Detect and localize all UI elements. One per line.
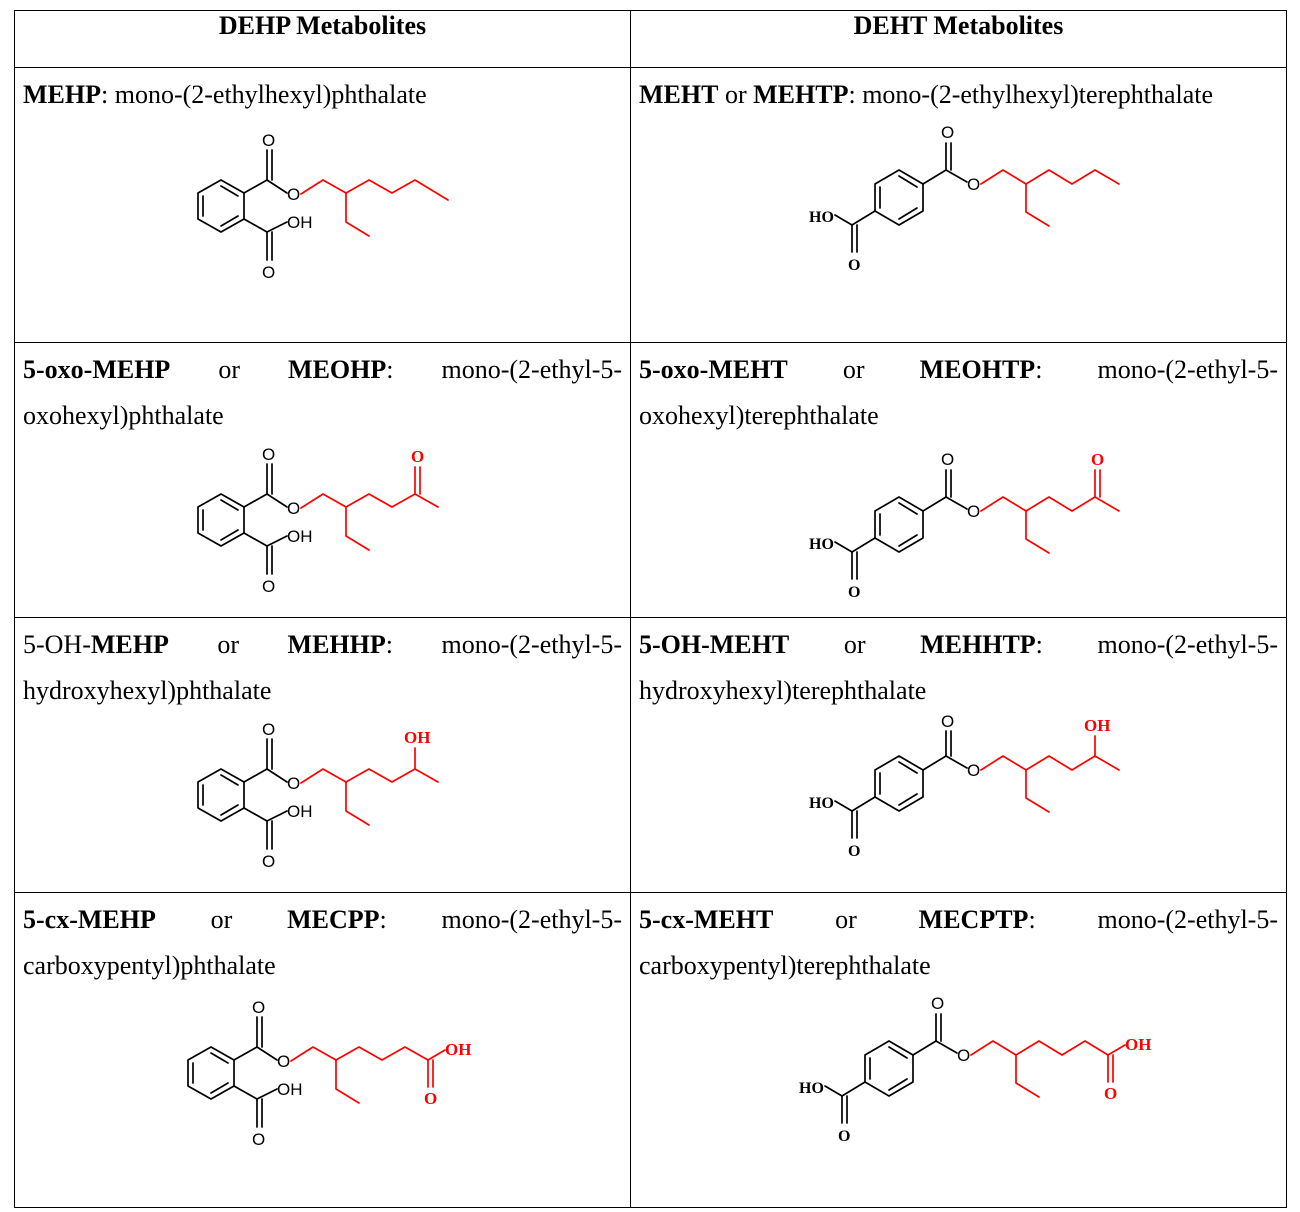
svg-text:O: O: [262, 131, 275, 150]
svg-text:O: O: [941, 123, 954, 142]
svg-text:O: O: [252, 998, 265, 1017]
svg-text:O: O: [411, 447, 424, 466]
ethylhexyl-chain: [979, 169, 1120, 227]
svg-text:O: O: [931, 994, 944, 1013]
oxohexyl-chain: O: [979, 450, 1120, 554]
description-mecpp: 5-cx-MEHP or MECPP: mono-(2-ethyl-5-carb…: [23, 905, 623, 980]
carboxypentyl-chain: OH O: [289, 1040, 471, 1108]
svg-text:O: O: [848, 257, 860, 274]
svg-text:HO: HO: [799, 1080, 824, 1097]
svg-text:O: O: [287, 499, 300, 518]
structure-mehhtp: O O HO O OH: [809, 714, 1120, 860]
svg-text:OH: OH: [277, 1080, 303, 1099]
phthalate-core: O O OH O: [196, 720, 313, 871]
hydroxyhexyl-chain: OH: [299, 728, 439, 826]
cell-mecpp: 5-cx-MEHP or MECPP: mono-(2-ethyl-5-carb…: [14, 892, 631, 1208]
structure-meht: O O HO O: [809, 123, 1120, 274]
terephthalate-core: O O HO O: [799, 994, 970, 1145]
svg-text:OH: OH: [287, 527, 313, 546]
structure-meohtp: O O HO O O: [809, 450, 1120, 601]
svg-text:O: O: [957, 1046, 970, 1065]
cell-meht: MEHT or MEHTP: mono-(2-ethylhexyl)tereph…: [630, 67, 1287, 343]
cell-meohp: 5-oxo-MEHP or MEOHP: mono-(2-ethyl-5-oxo…: [14, 342, 631, 618]
hydroxyhexyl-chain: OH: [979, 716, 1120, 813]
svg-text:O: O: [262, 577, 275, 596]
description-mehp: MEHP: mono-(2-ethylhexyl)phthalate: [23, 80, 427, 109]
svg-text:HO: HO: [809, 536, 834, 553]
svg-text:OH: OH: [445, 1040, 471, 1059]
metabolites-table: DEHP Metabolites DEHT Metabolites MEHP: …: [14, 10, 1287, 1208]
description-meohp: 5-oxo-MEHP or MEOHP: mono-(2-ethyl-5-oxo…: [23, 355, 623, 430]
svg-text:O: O: [967, 502, 980, 521]
svg-text:O: O: [287, 774, 300, 793]
description-mecptp: 5-cx-MEHT or MECPTP: mono-(2-ethyl-5-car…: [639, 905, 1279, 980]
cell-mehhp: 5-OH-MEHP or MEHHP: mono-(2-ethyl-5-hydr…: [14, 617, 631, 893]
svg-text:HO: HO: [809, 795, 834, 812]
terephthalate-core: O O HO O: [809, 450, 980, 601]
phthalate-core: O O OH O: [186, 998, 303, 1149]
structure-meohp: O O OH O O: [196, 445, 439, 596]
svg-text:O: O: [1104, 1084, 1117, 1103]
structure-mehhp: O O OH O OH: [196, 720, 439, 871]
cell-mecptp: 5-cx-MEHT or MECPTP: mono-(2-ethyl-5-car…: [630, 892, 1287, 1208]
svg-text:O: O: [252, 1130, 265, 1149]
svg-text:O: O: [262, 445, 275, 464]
svg-text:O: O: [424, 1089, 437, 1108]
svg-text:O: O: [848, 843, 860, 860]
cell-mehp: MEHP: mono-(2-ethylhexyl)phthalate: [14, 67, 631, 343]
svg-text:O: O: [848, 584, 860, 601]
header-dehp: DEHP Metabolites: [14, 10, 631, 68]
description-mehhp: 5-OH-MEHP or MEHHP: mono-(2-ethyl-5-hydr…: [23, 630, 622, 705]
header-deht: DEHT Metabolites: [630, 10, 1287, 68]
svg-text:OH: OH: [287, 213, 313, 232]
structure-mehp: O O OH O: [196, 131, 449, 282]
svg-text:O: O: [262, 852, 275, 871]
description-meht: MEHT or MEHTP: mono-(2-ethylhexyl)tereph…: [639, 80, 1214, 109]
svg-text:O: O: [967, 175, 980, 194]
svg-text:OH: OH: [1125, 1035, 1151, 1054]
cell-meohtp: 5-oxo-MEHT or MEOHTP: mono-(2-ethyl-5-ox…: [630, 342, 1287, 618]
description-mehhtp: 5-OH-MEHT or MEHHTP: mono-(2-ethyl-5-hyd…: [639, 630, 1279, 705]
phthalate-core: O O OH O: [196, 131, 313, 282]
ethylhexyl-chain: [299, 179, 449, 237]
svg-text:O: O: [838, 1128, 850, 1145]
svg-text:OH: OH: [404, 728, 430, 747]
carboxypentyl-chain: OH O: [969, 1035, 1151, 1103]
svg-text:O: O: [941, 450, 954, 469]
svg-text:OH: OH: [287, 802, 313, 821]
svg-text:O: O: [941, 714, 954, 731]
svg-text:O: O: [967, 761, 980, 780]
terephthalate-core: O O HO O: [809, 714, 980, 860]
svg-text:O: O: [262, 720, 275, 739]
structure-mecptp: O O HO O OH O: [799, 994, 1151, 1145]
svg-text:O: O: [287, 185, 300, 204]
oxohexyl-chain: O: [299, 447, 439, 551]
svg-text:HO: HO: [809, 209, 834, 226]
svg-text:O: O: [277, 1052, 290, 1071]
cell-mehhtp: 5-OH-MEHT or MEHHTP: mono-(2-ethyl-5-hyd…: [630, 617, 1287, 893]
phthalate-core: O O OH O: [196, 445, 313, 596]
description-meohtp: 5-oxo-MEHT or MEOHTP: mono-(2-ethyl-5-ox…: [639, 355, 1279, 430]
svg-text:O: O: [1091, 450, 1104, 469]
svg-text:OH: OH: [1084, 716, 1110, 735]
terephthalate-core: O O HO O: [809, 123, 980, 274]
structure-mecpp: O O OH O OH O: [186, 998, 471, 1149]
svg-text:O: O: [262, 263, 275, 282]
